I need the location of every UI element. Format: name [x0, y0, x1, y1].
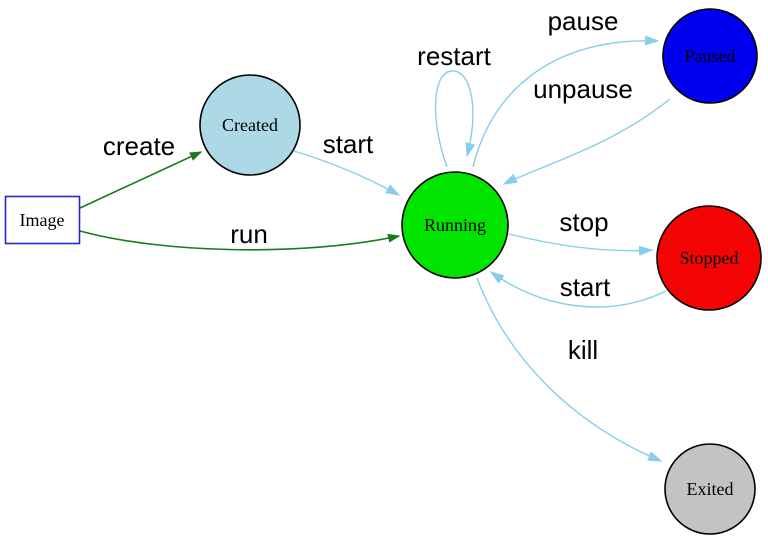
- node-stopped: Stopped: [656, 205, 762, 311]
- node-created: Created: [199, 74, 301, 176]
- node-running-label: Running: [424, 215, 486, 235]
- edge-label-unpause: unpause: [533, 74, 633, 104]
- edge-label-run: run: [230, 219, 268, 249]
- node-stopped-shape: [656, 205, 762, 311]
- node-exited-shape: [664, 443, 756, 535]
- edge-run: [79, 230, 401, 251]
- node-running-shape: [401, 171, 509, 279]
- edge-label-stop: stop: [559, 207, 608, 237]
- edge-label-kill: kill: [568, 335, 598, 365]
- node-image-label: Image: [20, 210, 65, 230]
- node-stopped-label: Stopped: [679, 248, 738, 268]
- node-created-label: Created: [222, 115, 278, 135]
- edge-restart-self-loop: [434, 70, 476, 168]
- node-exited: Exited: [664, 443, 756, 535]
- node-image: Image: [4, 195, 81, 245]
- edge-start-created-running: [293, 150, 401, 196]
- node-image-shape: [4, 195, 81, 245]
- node-running: Running: [401, 171, 509, 279]
- edge-label-start-1: start: [323, 129, 374, 159]
- edge-kill: [476, 277, 663, 462]
- node-created-shape: [199, 74, 301, 176]
- edge-pause: [472, 35, 660, 168]
- edge-create: [79, 151, 203, 209]
- node-paused: Paused: [662, 8, 758, 104]
- node-exited-label: Exited: [687, 479, 734, 499]
- edge-label-pause: pause: [548, 6, 619, 36]
- edge-label-restart: restart: [417, 41, 491, 71]
- node-paused-shape: [662, 8, 758, 104]
- edge-start-stopped-running: [489, 271, 667, 308]
- edge-stop: [508, 233, 654, 256]
- node-paused-label: Paused: [685, 46, 736, 66]
- edge-label-create: create: [103, 131, 175, 161]
- edge-unpause: [502, 98, 671, 185]
- edge-label-start-2: start: [560, 272, 611, 302]
